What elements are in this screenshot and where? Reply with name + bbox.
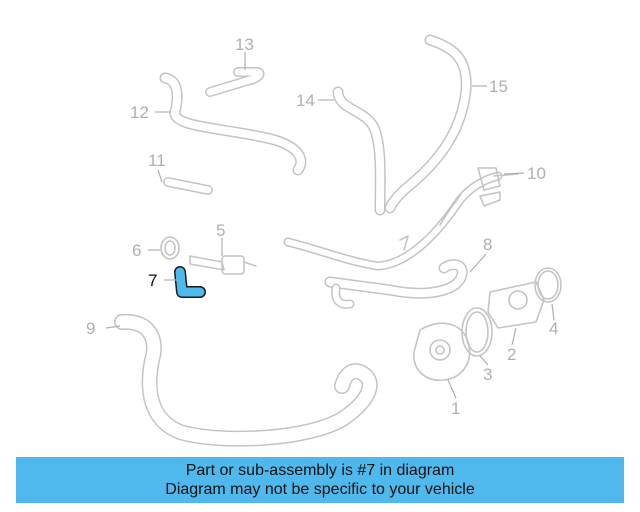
callout-1: 1: [451, 399, 460, 418]
callout-7: 7: [148, 271, 157, 290]
part-4-o-ring: [534, 267, 562, 303]
banner-line-1: Part or sub-assembly is #7 in diagram: [185, 462, 455, 479]
part-2-housing: [487, 281, 545, 329]
info-banner: Part or sub-assembly is #7 in diagram Di…: [16, 457, 624, 503]
callout-10: 10: [527, 164, 546, 183]
callout-15: 15: [489, 77, 508, 96]
coolant-pipe: [283, 171, 503, 271]
callout-2: 2: [507, 345, 516, 364]
part-7-hose-highlighted: [174, 266, 206, 298]
callout-6: 6: [132, 241, 141, 260]
part-5-sensor: [189, 255, 257, 275]
part-14-hose: [332, 86, 386, 216]
callout-11: 11: [148, 151, 166, 170]
callout-4: 4: [549, 319, 558, 338]
callout-12: 12: [130, 103, 149, 122]
callout-3: 3: [483, 365, 492, 384]
callout-8: 8: [483, 235, 492, 254]
banner-line-2: Diagram may not be specific to your vehi…: [165, 481, 475, 498]
callout-labels: 13 12 14 15 11 10 6 5 7 8 9 1 3 2 4: [86, 35, 558, 418]
part-1-water-pump: [413, 322, 471, 381]
leader-lines: [105, 52, 555, 399]
part-11-pipe: [163, 177, 213, 195]
part-13-tube: [205, 67, 265, 97]
callout-9: 9: [86, 319, 95, 338]
part-8-hose: [324, 259, 468, 309]
callout-5: 5: [216, 221, 225, 240]
callout-13: 13: [235, 35, 254, 54]
part-10-fitting: [477, 167, 519, 207]
part-9-hose: [114, 313, 378, 447]
part-6-clamp: [160, 236, 180, 260]
part-15-hose: [384, 34, 472, 214]
part-3-gasket: [461, 307, 493, 357]
callout-14: 14: [296, 91, 315, 110]
part-12-hose: [159, 72, 307, 176]
